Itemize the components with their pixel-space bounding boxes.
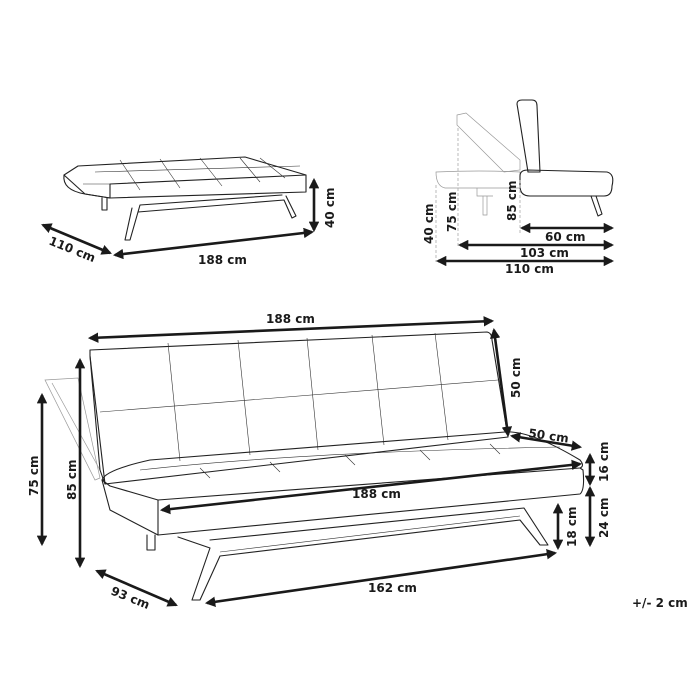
front-leg-height-label: 18 cm — [565, 507, 579, 548]
side-reclined-depth-label: 103 cm — [520, 246, 569, 260]
front-base-width-label: 162 cm — [368, 581, 417, 595]
front-seat-depth-label: 50 cm — [528, 426, 570, 446]
front-top-width-label: 188 cm — [266, 312, 315, 326]
front-total-depth-label: 93 cm — [109, 584, 152, 612]
side-bed-depth-label: 110 cm — [505, 262, 554, 276]
front-seat-base-height-label: 24 cm — [597, 498, 611, 539]
front-cushion-thickness-label: 16 cm — [597, 442, 611, 483]
flat-width-label: 188 cm — [198, 253, 247, 267]
flat-height-label: 40 cm — [323, 188, 337, 229]
side-seat-height-label: 40 cm — [422, 204, 436, 245]
front-perspective-view: 188 cm 50 cm 50 cm 188 cm 16 cm 24 cm 18… — [27, 312, 611, 612]
side-seat-depth-label: 60 cm — [545, 230, 586, 244]
front-backrest-height-label: 50 cm — [509, 358, 523, 399]
side-upright-height-label: 85 cm — [505, 181, 519, 222]
flat-bed-view: 110 cm 188 cm 40 cm — [41, 156, 337, 267]
tolerance-label: +/- 2 cm — [632, 596, 688, 610]
front-total-height-label: 85 cm — [65, 460, 79, 501]
front-reclined-height-label: 75 cm — [27, 456, 41, 497]
side-reclined-height-label: 75 cm — [445, 192, 459, 233]
side-profile-view: 40 cm 75 cm 85 cm 60 cm 103 cm 110 cm — [422, 99, 615, 276]
front-seat-width-label: 188 cm — [352, 487, 401, 501]
